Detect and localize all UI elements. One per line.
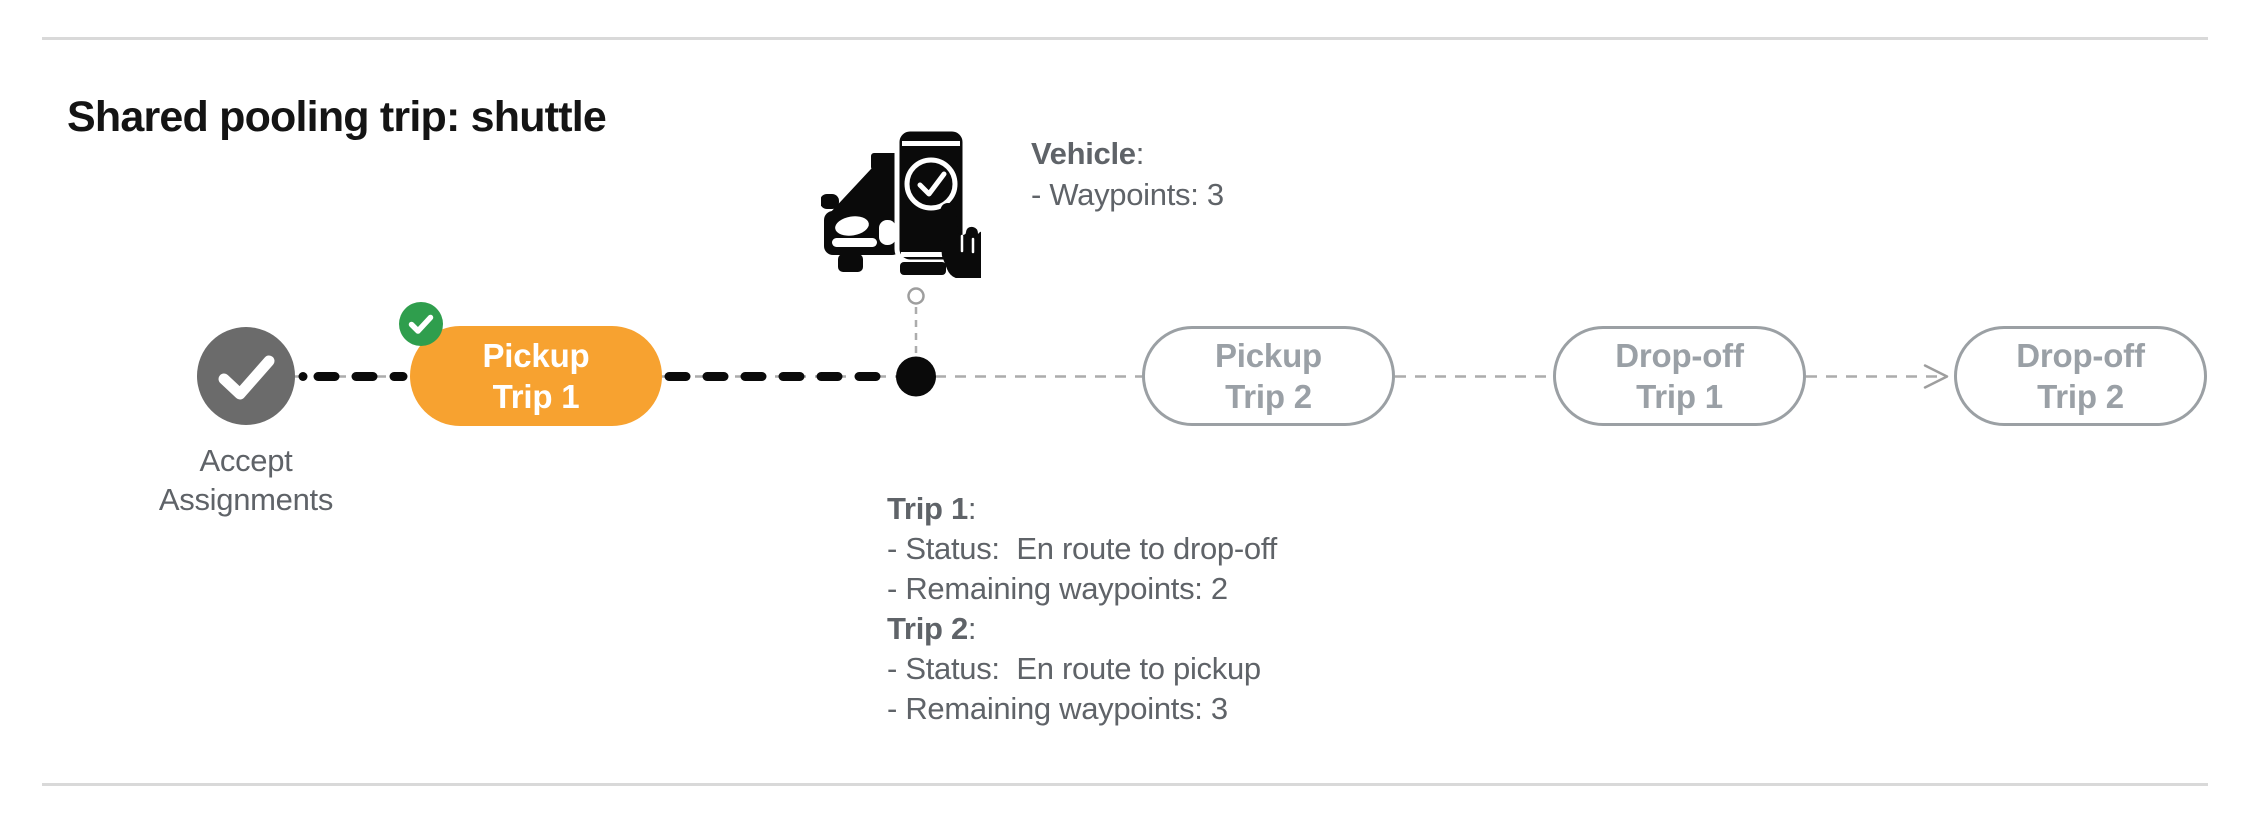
vehicle-info: Vehicle: - Waypoints: 3	[1031, 133, 1224, 215]
page-title: Shared pooling trip: shuttle	[67, 92, 607, 141]
vehicle-info-waypoints: - Waypoints: 3	[1031, 177, 1224, 212]
stage-pill-line2: Trip 2	[1225, 378, 1312, 415]
stage-pill-line1: Drop-off	[2016, 337, 2145, 374]
trip1-remaining: - Remaining waypoints: 2	[887, 571, 1228, 606]
pointing-hand-icon	[940, 203, 981, 278]
stage-pill-line1: Pickup	[1214, 337, 1322, 374]
car-phone-confirmation-icon	[821, 126, 981, 278]
stage-pill-pickup-trip-2: Pickup Trip 2	[1142, 326, 1395, 426]
vehicle-marker-ring	[907, 287, 925, 305]
stage-pill-line2: Trip 2	[2037, 378, 2124, 415]
traveled-path-start-dot	[298, 372, 308, 381]
stage-completed-badge	[399, 302, 443, 346]
car-icon	[821, 153, 901, 272]
trip1-heading: Trip 1:	[887, 491, 977, 526]
stage-pill-dropoff-trip-1: Drop-off Trip 1	[1553, 326, 1806, 426]
stage-pill-line1: Pickup	[482, 337, 590, 374]
check-badge-icon	[399, 302, 443, 346]
stage-pill-dropoff-trip-2: Drop-off Trip 2	[1954, 326, 2207, 426]
vehicle-position-dot	[896, 356, 936, 397]
trip2-heading: Trip 2:	[887, 611, 977, 646]
trip2-status: - Status: En route to pickup	[887, 651, 1261, 686]
stage-pill-line2: Trip 1	[492, 378, 580, 415]
stage-pill-line1: Drop-off	[1615, 337, 1744, 374]
stage-pill-pickup-trip-1: Pickup Trip 1	[410, 326, 662, 426]
accept-assignments-node	[197, 327, 295, 425]
separator-bottom	[42, 783, 2208, 786]
confirmation-check-icon	[904, 157, 958, 211]
vehicle-info-heading: Vehicle:	[1031, 136, 1145, 171]
accept-label-line2: Assignments	[158, 482, 334, 517]
trip1-status: - Status: En route to drop-off	[887, 531, 1277, 566]
accept-label-line1: Accept	[199, 443, 293, 478]
car-detail-cutouts	[832, 216, 896, 247]
accept-assignments-label: Accept Assignments	[96, 441, 396, 519]
separator-top	[42, 37, 2208, 40]
stage-pill-line2: Trip 1	[1636, 378, 1723, 415]
arrowhead-icon	[1923, 364, 1949, 389]
check-icon	[197, 327, 295, 425]
trip-status-panel: Trip 1: - Status: En route to drop-off -…	[887, 489, 1277, 729]
trip2-remaining: - Remaining waypoints: 3	[887, 691, 1228, 726]
